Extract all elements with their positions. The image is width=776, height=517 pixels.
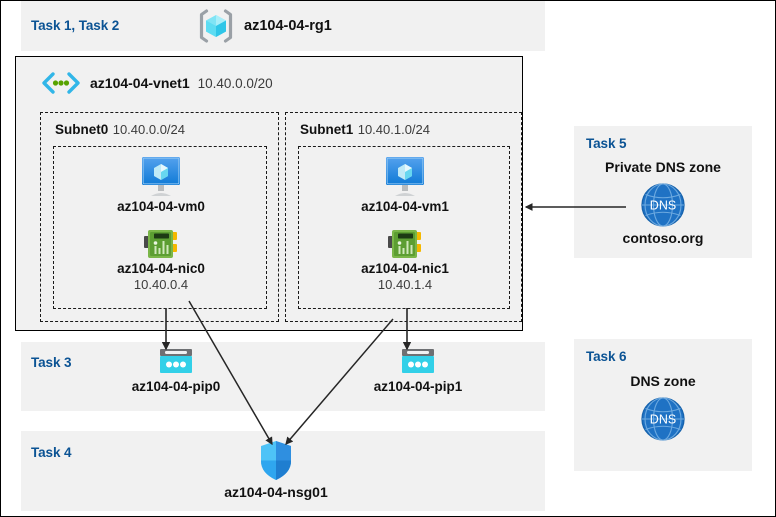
pip0-node: az104-04-pip0 (96, 347, 256, 395)
public-dns-zone-node: DNS (574, 395, 752, 443)
nic1-node: az104-04-nic1 10.40.1.4 (325, 227, 485, 292)
svg-text:DNS: DNS (650, 199, 676, 213)
dns-globe-icon: DNS (574, 181, 752, 229)
private-dns-zone-name: contoso.org (622, 230, 704, 246)
pip1-node: az104-04-pip1 (338, 347, 498, 395)
pip0-label: az104-04-pip0 (131, 379, 221, 394)
network-interface-icon (325, 227, 485, 261)
subnet-0-name: Subnet0 (55, 122, 109, 137)
network-interface-icon (81, 227, 241, 261)
nic1-private-ip: 10.40.1.4 (377, 276, 433, 292)
pip1-label: az104-04-pip1 (373, 379, 463, 394)
nic1-label: az104-04-nic1 (361, 261, 449, 276)
resource-group-cube-icon (197, 8, 235, 44)
nic0-node: az104-04-nic0 10.40.0.4 (81, 227, 241, 292)
subnet-1-title: Subnet1 10.40.1.0/24 (300, 121, 430, 139)
task-label-1-2: Task 1, Task 2 (31, 18, 120, 33)
public-dns-zone-panel: Task 6 DNS zone DNS (574, 339, 752, 471)
subnet-0-cidr: 10.40.0.0/24 (112, 122, 186, 137)
subnet-1-name: Subnet1 (300, 122, 354, 137)
task-label-4: Task 4 (31, 445, 72, 460)
task-label-5: Task 5 (586, 136, 627, 151)
virtual-machine-icon (81, 154, 241, 199)
svg-text:DNS: DNS (650, 413, 676, 427)
nsg-panel: Task 4 az104-04-nsg01 (21, 431, 545, 511)
vm1-label: az104-04-vm1 (361, 199, 449, 214)
virtual-machine-icon (325, 154, 485, 199)
virtual-network-box: az104-04-vnet1 10.40.0.0/20 Subnet0 10.4… (15, 56, 523, 331)
public-dns-zone-heading: DNS zone (630, 373, 696, 389)
subnet-0: Subnet0 10.40.0.0/24 (40, 112, 279, 322)
nic0-private-ip: 10.40.0.4 (133, 276, 189, 292)
public-ip-address-icon (338, 347, 498, 377)
private-dns-zone-heading: Private DNS zone (605, 159, 721, 175)
public-ip-address-icon (96, 347, 256, 377)
subnet-0-title: Subnet0 10.40.0.0/24 (55, 121, 185, 139)
nic0-label: az104-04-nic0 (117, 261, 205, 276)
public-ip-panel: Task 3 az104-04-pip0 (21, 342, 545, 411)
subnet-1-cidr: 10.40.1.0/24 (357, 122, 431, 137)
virtual-network-header: az104-04-vnet1 10.40.0.0/20 (40, 71, 273, 95)
task-label-6: Task 6 (586, 349, 627, 364)
nsg-label: az104-04-nsg01 (224, 484, 328, 500)
subnet-1: Subnet1 10.40.1.0/24 (285, 112, 522, 322)
subnet-0-resources: az104-04-vm0 (53, 146, 267, 309)
task-label-3: Task 3 (31, 355, 72, 370)
subnet-1-resources: az104-04-vm1 (298, 146, 510, 309)
virtual-network-name: az104-04-vnet1 (90, 75, 190, 91)
virtual-network-cidr: 10.40.0.0/20 (197, 75, 273, 91)
resource-group-name: az104-04-rg1 (244, 18, 332, 34)
vm0-label: az104-04-vm0 (117, 199, 205, 214)
vm1-node: az104-04-vm1 (325, 154, 485, 215)
private-dns-zone-panel: Task 5 Private DNS zone DNS cont (574, 126, 752, 258)
resource-group-node: az104-04-rg1 (197, 8, 332, 44)
vm0-node: az104-04-vm0 (81, 154, 241, 215)
resource-group-panel: Task 1, Task 2 az104-04-rg1 (21, 1, 545, 51)
virtual-network-icon (40, 71, 82, 95)
nsg-node: az104-04-nsg01 (196, 439, 356, 500)
private-dns-zone-node: DNS contoso.org (574, 181, 752, 246)
dns-globe-icon: DNS (574, 395, 752, 443)
network-security-group-shield-icon (196, 439, 356, 483)
